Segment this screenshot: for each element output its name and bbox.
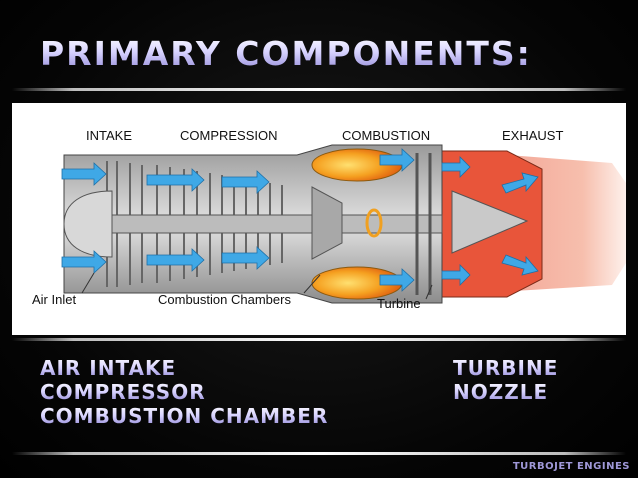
exhaust-cone — [451, 190, 529, 254]
engine-shaft — [111, 214, 443, 234]
component-air-intake: AIR INTAKE — [40, 356, 328, 380]
component-list-left: AIR INTAKE COMPRESSOR COMBUSTION CHAMBER — [40, 356, 328, 428]
component-combustion-chamber: COMBUSTION CHAMBER — [40, 404, 329, 428]
airflow-arrows — [61, 148, 539, 292]
label-exhaust: EXHAUST — [502, 128, 563, 143]
turbine-blades — [415, 153, 432, 295]
footer-label: TURBOJET ENGINES — [512, 461, 630, 472]
bottom-divider — [12, 452, 626, 455]
top-divider — [12, 88, 626, 91]
label-turbine: Turbine — [377, 296, 421, 311]
callout-lines — [81, 272, 433, 300]
component-compressor: COMPRESSOR — [40, 380, 328, 404]
turbojet-diagram: INTAKE COMPRESSION COMBUSTION EXHAUST Ai… — [12, 103, 626, 335]
component-list-right: TURBINE NOZZLE — [453, 356, 558, 404]
component-turbine: TURBINE — [453, 356, 559, 380]
label-air-inlet: Air Inlet — [32, 292, 76, 307]
engine-illustration: INTAKE COMPRESSION COMBUSTION EXHAUST Ai… — [32, 128, 626, 311]
label-intake: INTAKE — [86, 128, 132, 143]
label-combustion: COMBUSTION — [342, 128, 430, 143]
diffuser — [311, 186, 343, 260]
label-combustion-chambers: Combustion Chambers — [158, 292, 291, 307]
middle-divider — [12, 338, 626, 341]
rotation-icon — [365, 208, 383, 238]
component-nozzle: NOZZLE — [453, 380, 558, 404]
label-compression: COMPRESSION — [180, 128, 278, 143]
slide-title: PRIMARY COMPONENTS: — [40, 34, 532, 73]
